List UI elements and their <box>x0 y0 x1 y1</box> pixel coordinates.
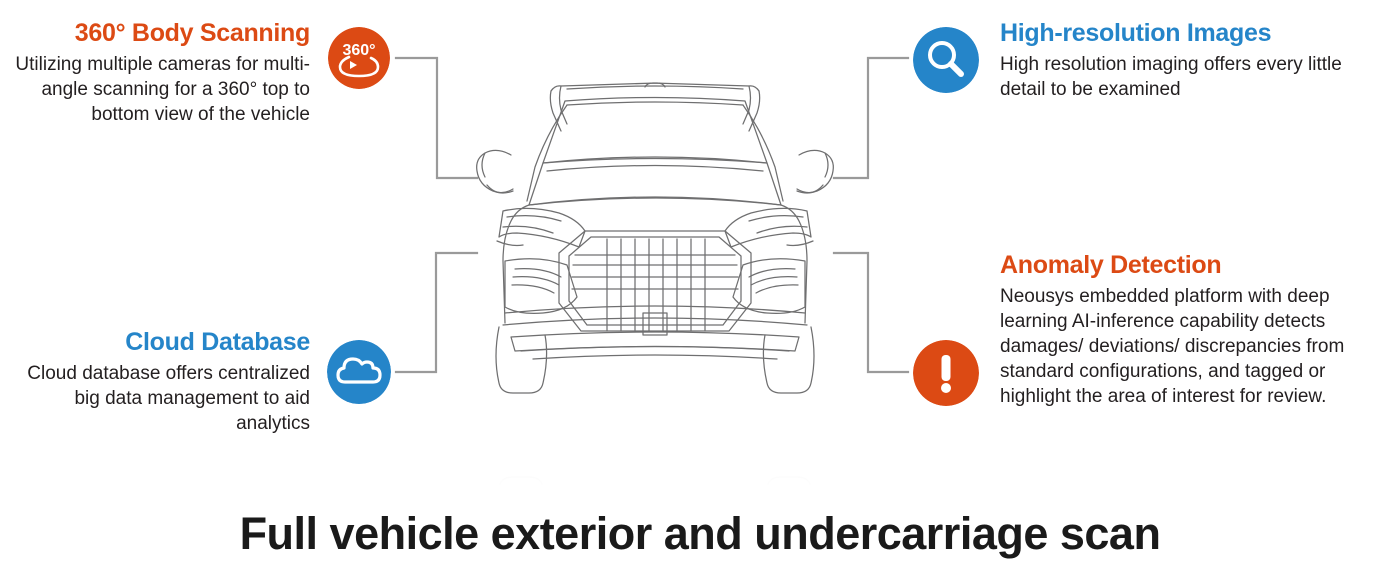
feature-anomaly-detection: Anomaly Detection Neousys embedded platf… <box>1000 250 1396 409</box>
feature-360-body-scanning: 360° Body Scanning Utilizing multiple ca… <box>0 18 310 127</box>
front-view-suv-line-drawing <box>455 82 855 580</box>
feature-high-resolution-images: High-resolution Images High resolution i… <box>1000 18 1392 102</box>
feature-body: Neousys embedded platform with deep lear… <box>1000 286 1345 407</box>
feature-heading: High-resolution Images <box>1000 19 1272 47</box>
alert-exclamation-icon[interactable] <box>913 340 979 406</box>
bottom-caption: Full vehicle exterior and undercarriage … <box>239 508 1161 559</box>
360-icon-label: 360° <box>342 42 375 59</box>
feature-body: Cloud database offers centralized big da… <box>27 363 310 434</box>
feature-cloud-database: Cloud Database Cloud database offers cen… <box>0 327 310 436</box>
feature-body: High resolution imaging offers every lit… <box>1000 54 1342 100</box>
feature-heading: Anomaly Detection <box>1000 251 1222 279</box>
magnifier-icon[interactable] <box>913 27 979 93</box>
feature-body: Utilizing multiple cameras for multi-ang… <box>15 54 310 125</box>
vehicle-body <box>476 82 834 394</box>
feature-heading: 360° Body Scanning <box>74 19 311 47</box>
vehicle-illustration <box>455 55 855 580</box>
cloud-icon[interactable] <box>327 340 391 404</box>
360-rotate-icon[interactable]: 360° <box>328 27 390 89</box>
feature-heading: Cloud Database <box>125 328 310 356</box>
